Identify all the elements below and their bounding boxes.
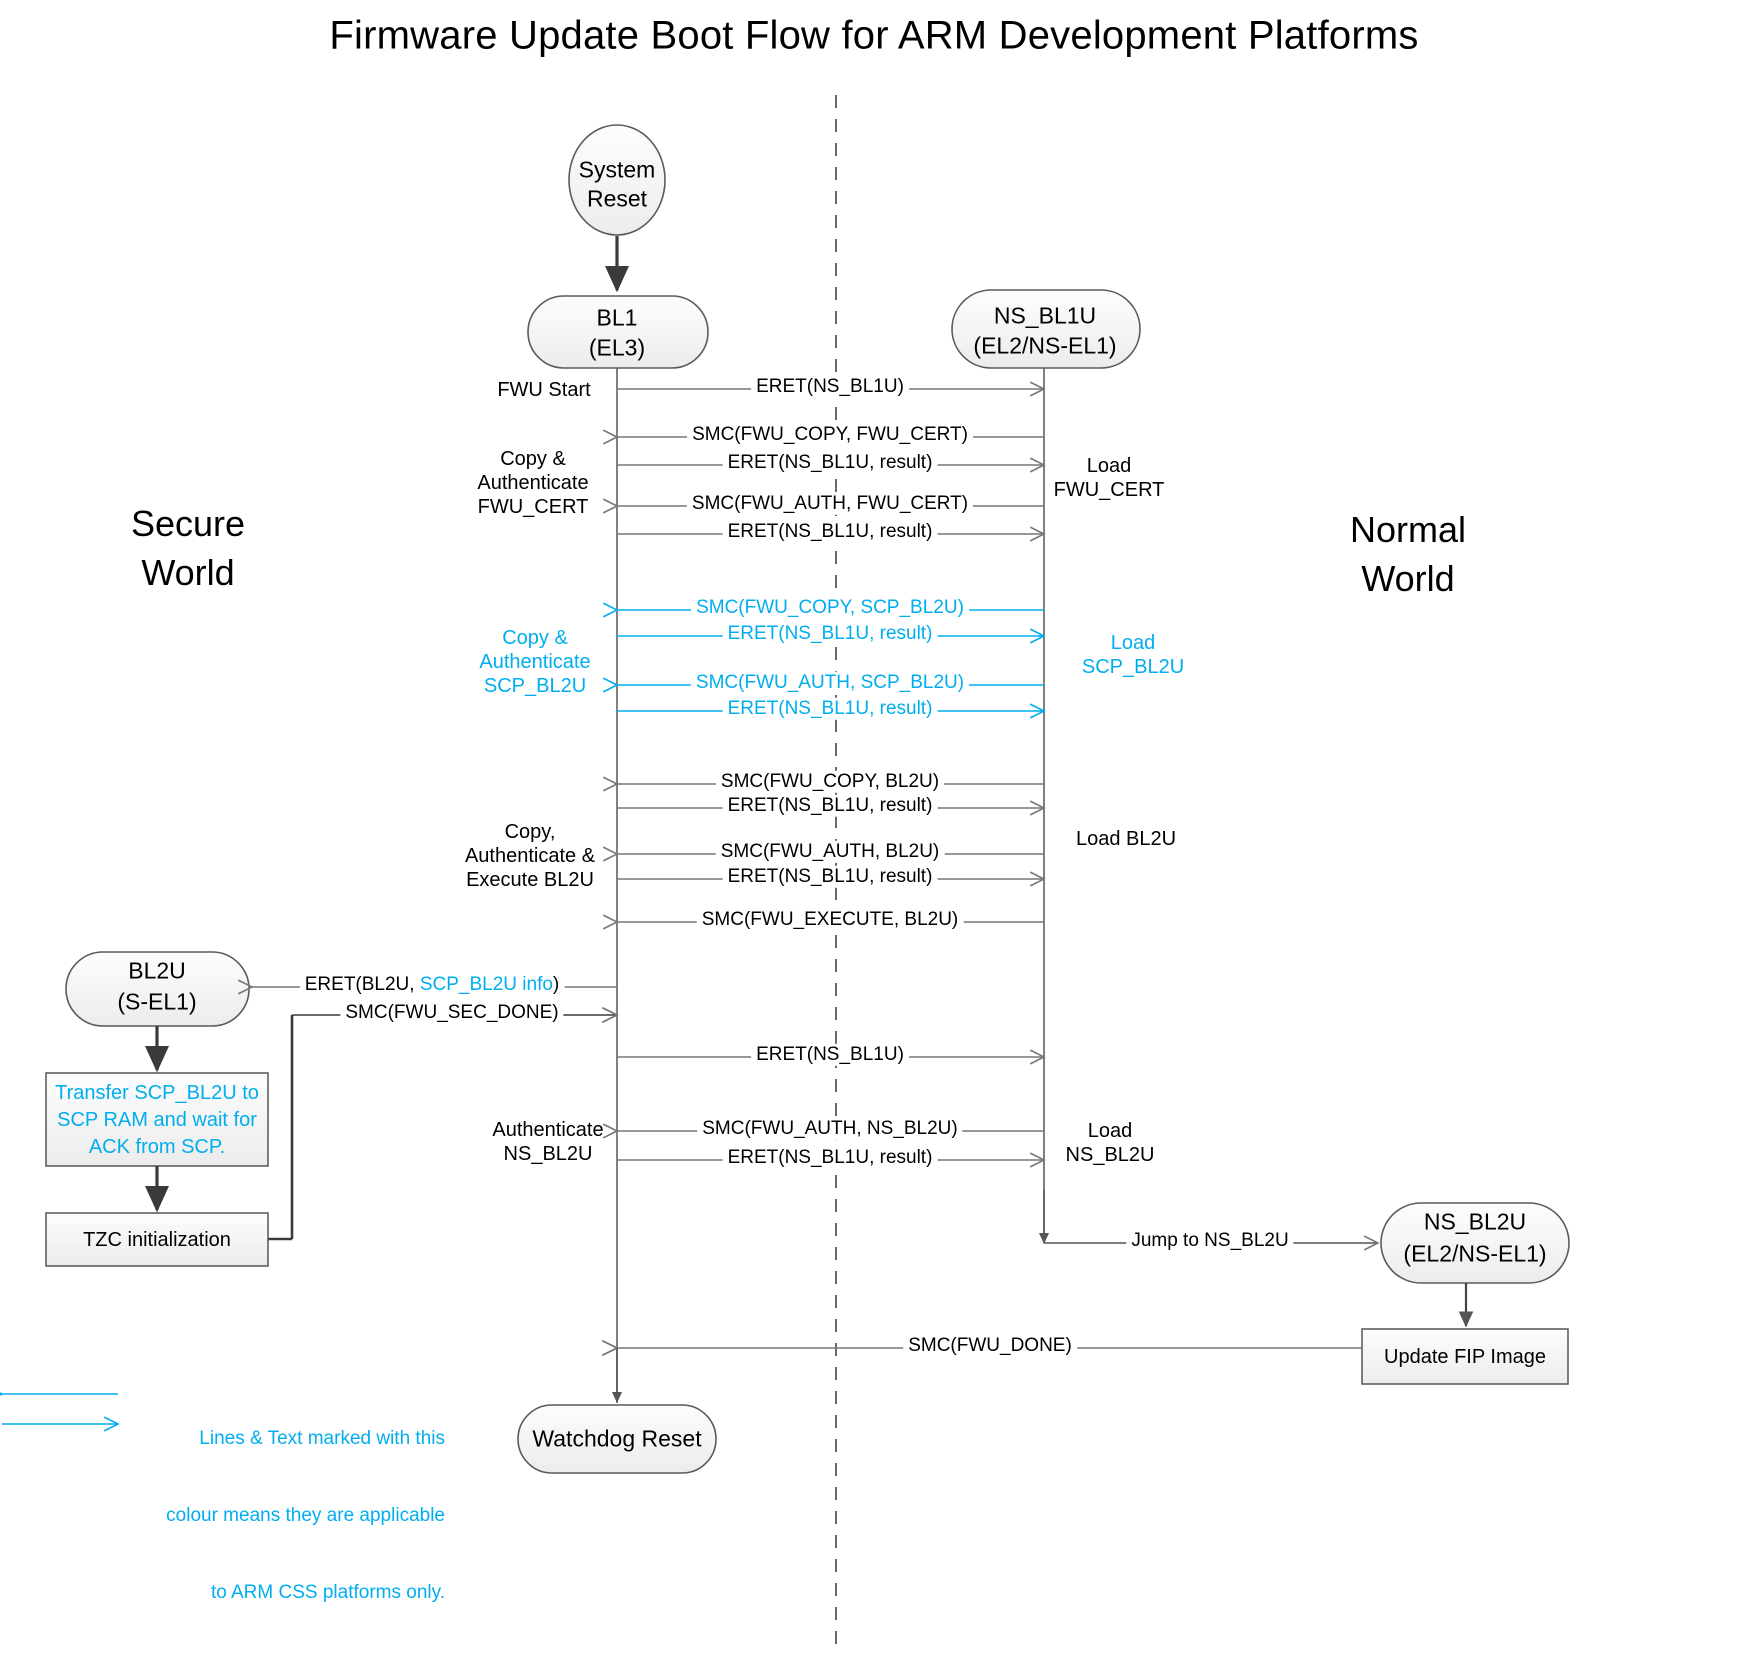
eret-bl2u-suffix: ) <box>552 973 560 995</box>
message-label-m17: ERET(NS_BL1U, result) <box>722 1146 938 1170</box>
legend-line-2: colour means they are applicable <box>166 1505 445 1527</box>
annotation-auth-nsbl2u-l2: NS_BL2U <box>503 1143 593 1166</box>
message-label-m5: ERET(NS_BL1U, result) <box>722 520 938 544</box>
message-label-m16: SMC(FWU_AUTH, NS_BL2U) <box>697 1117 963 1141</box>
normal-world-label-line2: World <box>1361 557 1455 599</box>
message-label-m7: ERET(NS_BL1U, result) <box>722 622 938 646</box>
annotation-load-fwu-cert-l2: FWU_CERT <box>1053 479 1165 502</box>
message-label-m12: SMC(FWU_AUTH, BL2U) <box>715 840 945 864</box>
node-nsbl1u-label-1[interactable]: NS_BL1U <box>993 302 1097 329</box>
box-tzc-init <box>45 1212 269 1267</box>
message-label-m8: SMC(FWU_AUTH, SCP_BL2U) <box>690 671 970 695</box>
secure-world-label-line2: World <box>141 551 235 593</box>
annotation-fwu-start: FWU Start <box>497 379 591 402</box>
message-label-m9: ERET(NS_BL1U, result) <box>722 697 938 721</box>
node-bl2u-label-2[interactable]: (S-EL1) <box>117 988 197 1015</box>
annotation-copy-auth-cert-l1: Copy & <box>500 448 566 471</box>
node-nsbl2u-label-2[interactable]: (EL2/NS-EL1) <box>1403 1240 1547 1267</box>
annotation-load-bl2u: Load BL2U <box>1075 828 1177 851</box>
secure-world-label-line1: Secure <box>130 502 246 544</box>
node-nsbl1u-label-2[interactable]: (EL2/NS-EL1) <box>973 332 1117 359</box>
node-bl1 <box>527 295 709 369</box>
legend-line-3: to ARM CSS platforms only. <box>210 1582 445 1604</box>
annotation-load-nsbl2u-l2: NS_BL2U <box>1065 1144 1155 1167</box>
message-label-m3: ERET(NS_BL1U, result) <box>722 451 938 475</box>
legend-line-1: Lines & Text marked with this <box>199 1428 445 1450</box>
eret-bl2u-prefix: ERET(BL2U, <box>304 973 420 995</box>
node-nsbl2u <box>1380 1202 1570 1284</box>
node-system-reset <box>568 124 666 236</box>
annotation-copy-auth-cert-l3: FWU_CERT <box>477 496 589 519</box>
node-watchdog-reset <box>517 1404 717 1474</box>
message-label-m11: ERET(NS_BL1U, result) <box>722 794 938 818</box>
legend-text: Lines & Text marked with this colour mea… <box>150 1375 445 1657</box>
box-transfer-scp-label-1: Transfer SCP_BL2U to <box>55 1082 259 1104</box>
node-bl2u-label-1[interactable]: BL2U <box>128 957 186 984</box>
message-label-m10: SMC(FWU_COPY, BL2U) <box>715 770 945 794</box>
normal-world-label-line1: Normal <box>1349 508 1467 550</box>
node-watchdog-reset-label[interactable]: Watchdog Reset <box>532 1425 702 1452</box>
page-title: Firmware Update Boot Flow for ARM Develo… <box>329 13 1419 58</box>
node-nsbl1u <box>951 289 1141 369</box>
annotation-copy-auth-exec-l1: Copy, <box>504 821 556 844</box>
node-bl1-label-2[interactable]: (EL3) <box>588 334 646 361</box>
annotation-copy-auth-scp-l2: Authenticate <box>479 651 591 674</box>
message-label-jump-nsbl2u: Jump to NS_BL2U <box>1126 1229 1294 1253</box>
message-label-m14: SMC(FWU_EXECUTE, BL2U) <box>696 908 964 932</box>
annotation-copy-auth-scp-l1: Copy & <box>502 627 568 650</box>
message-label-eret-bl2u: ERET(BL2U, SCP_BL2U info) <box>299 973 565 997</box>
message-label-m6: SMC(FWU_COPY, SCP_BL2U) <box>691 596 969 620</box>
box-transfer-scp-label-2: SCP RAM and wait for <box>57 1109 257 1131</box>
node-system-reset-label-2[interactable]: Reset <box>586 185 648 212</box>
annotation-load-fwu-cert-l1: Load <box>1086 455 1132 478</box>
annotation-copy-auth-exec-l2: Authenticate & <box>464 845 596 868</box>
box-tzc-init-label[interactable]: TZC initialization <box>83 1229 231 1251</box>
annotation-copy-auth-cert-l2: Authenticate <box>477 472 589 495</box>
box-transfer-scp <box>45 1072 269 1167</box>
eret-bl2u-blue-part: SCP_BL2U info <box>419 973 553 995</box>
box-update-fip <box>1361 1328 1569 1385</box>
annotation-auth-nsbl2u-l1: Authenticate <box>492 1119 604 1142</box>
node-bl1-label-1[interactable]: BL1 <box>596 304 638 331</box>
message-label-m2: SMC(FWU_COPY, FWU_CERT) <box>687 423 973 447</box>
message-label-m4: SMC(FWU_AUTH, FWU_CERT) <box>686 492 974 516</box>
annotation-load-scp-bl2u-l2: SCP_BL2U <box>1081 656 1185 679</box>
box-transfer-scp-label-3: ACK from SCP. <box>88 1136 226 1158</box>
node-nsbl2u-label-1[interactable]: NS_BL2U <box>1423 1208 1527 1235</box>
message-label-m15: ERET(NS_BL1U) <box>751 1043 909 1067</box>
annotation-copy-auth-exec-l3: Execute BL2U <box>466 869 594 892</box>
box-update-fip-label[interactable]: Update FIP Image <box>1384 1346 1546 1368</box>
node-system-reset-label-1[interactable]: System <box>578 156 656 183</box>
annotation-load-nsbl2u-l1: Load <box>1087 1120 1133 1143</box>
message-label-m1: ERET(NS_BL1U) <box>751 375 909 399</box>
message-label-m18: SMC(FWU_DONE) <box>903 1334 1077 1358</box>
message-label-m13: ERET(NS_BL1U, result) <box>722 865 938 889</box>
annotation-copy-auth-scp-l3: SCP_BL2U <box>483 675 587 698</box>
message-label-sec-done: SMC(FWU_SEC_DONE) <box>340 1001 564 1025</box>
annotation-load-scp-bl2u-l1: Load <box>1110 632 1156 655</box>
